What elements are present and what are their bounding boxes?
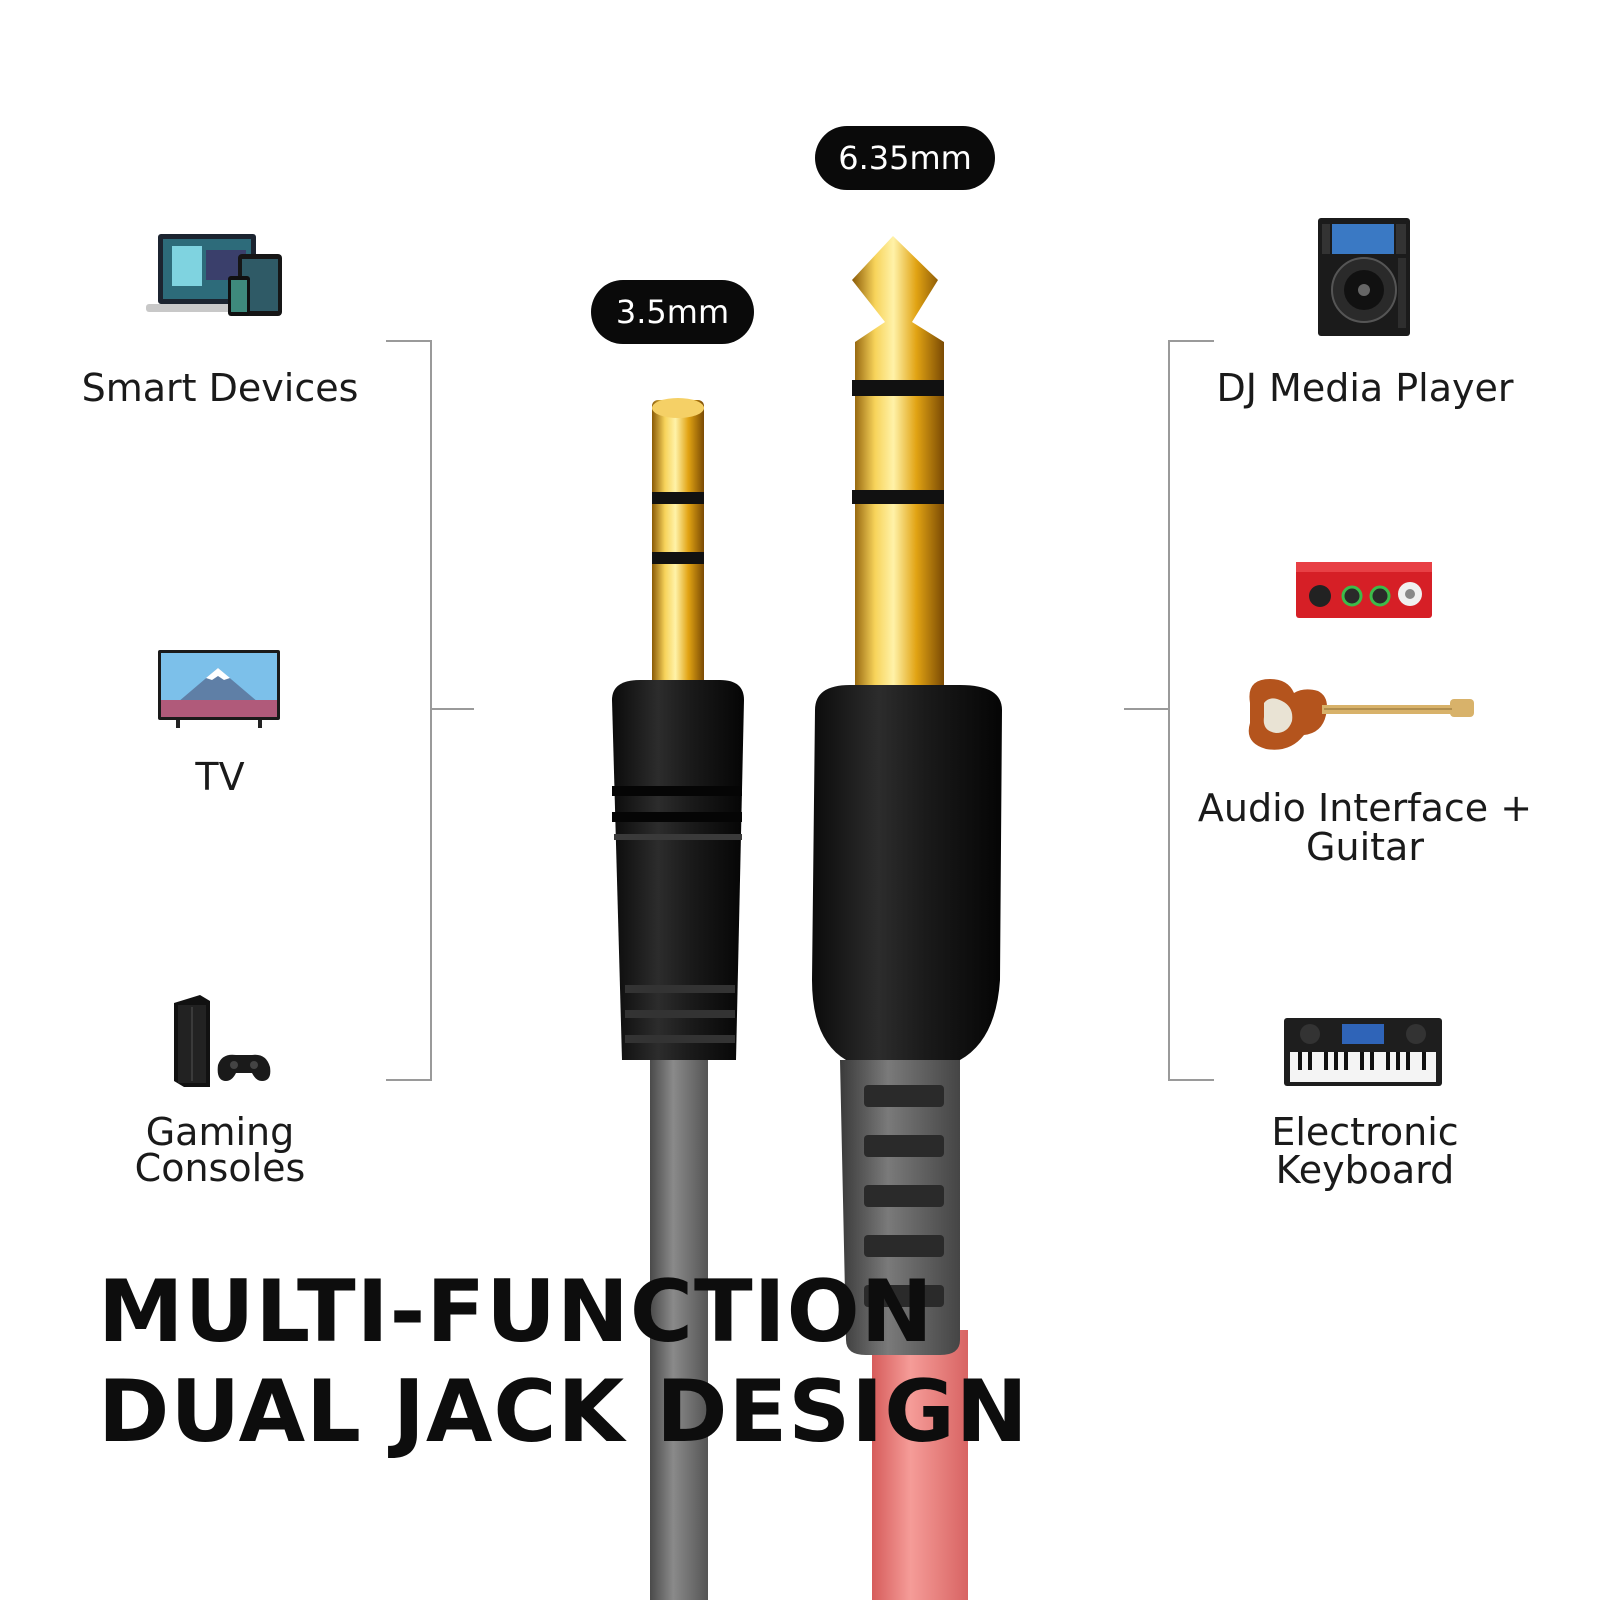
right-bracket-tick <box>1124 708 1168 710</box>
audio-interface-guitar-label-line2: Guitar <box>1306 825 1424 869</box>
gaming-consoles-label-line1: Gaming <box>145 1110 295 1154</box>
audio-interface-icon <box>1296 562 1432 618</box>
dj-media-player-label: DJ Media Player <box>1216 366 1514 410</box>
large-jack-cable <box>872 1330 968 1600</box>
smart-devices-label: Smart Devices <box>81 366 359 410</box>
headline-line1: MULTI-FUNCTION <box>98 1262 934 1362</box>
game-console-icon <box>166 995 274 1090</box>
large-jack-size-badge: 6.35mm <box>815 126 995 190</box>
small-jack-plug <box>612 398 744 1060</box>
right-bracket <box>1168 340 1214 1081</box>
small-jack-size-badge: 3.5mm <box>591 280 754 344</box>
dj-media-player-icon <box>1318 218 1410 336</box>
tv-icon <box>158 650 280 730</box>
smart-devices-icon <box>142 232 298 322</box>
electronic-keyboard-label-line1: Electronic <box>1271 1110 1459 1154</box>
left-bracket-tick <box>430 708 474 710</box>
left-bracket <box>386 340 432 1081</box>
electronic-keyboard-label-line2: Keyboard <box>1275 1148 1455 1192</box>
tv-label: TV <box>195 755 245 799</box>
headline-line2: DUAL JACK DESIGN <box>98 1362 1029 1462</box>
large-jack-plug <box>812 236 1002 1355</box>
audio-interface-guitar-label-line1: Audio Interface + <box>1197 786 1533 830</box>
electronic-keyboard-icon <box>1284 1018 1442 1086</box>
guitar-icon <box>1242 673 1482 759</box>
headline: MULTI-FUNCTION DUAL JACK DESIGN <box>98 1262 1029 1462</box>
small-jack-cable <box>650 1060 708 1600</box>
gaming-consoles-label-line2: Consoles <box>134 1146 306 1190</box>
